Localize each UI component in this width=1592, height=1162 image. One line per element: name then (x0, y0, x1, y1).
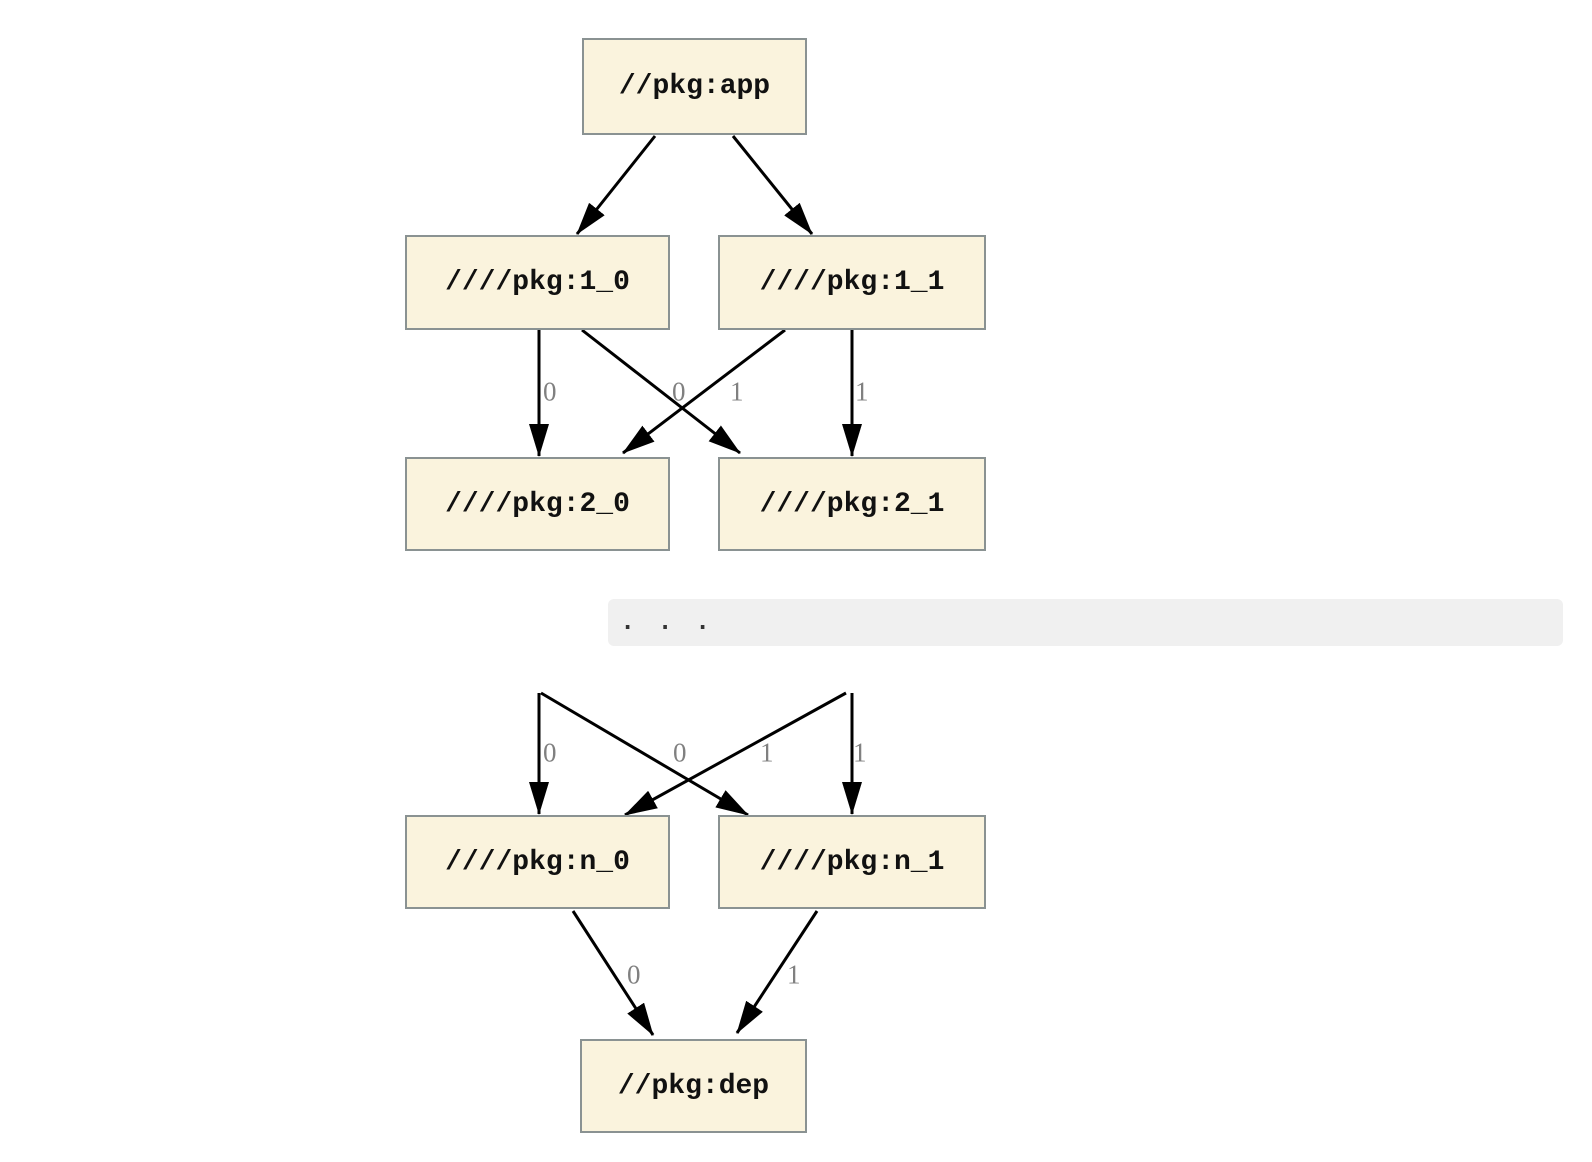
ellipsis-separator: . . . (608, 599, 1563, 646)
edge-app-to-1_0 (575, 135, 657, 235)
edge-label-n_1-to-dep: 1 (787, 959, 801, 990)
edge-1_1-to-2_0 (622, 328, 786, 455)
edge-label-n_0-to-dep: 0 (627, 959, 641, 990)
edge-label-hidden-to-n_1-direct: 1 (853, 737, 867, 768)
edge-hidden-right-to-n_0 (624, 691, 847, 817)
node-pkg-1_0: ////pkg:1_0 (405, 235, 670, 330)
edge-label-1_1-to-2_0: 0 (672, 376, 686, 407)
edge-label-hidden-to-n_1-cross: 1 (760, 737, 774, 768)
node-pkg-n_1: ////pkg:n_1 (718, 815, 986, 909)
edge-label-1_0-to-2_0: 0 (543, 376, 557, 407)
edge-1_0-to-2_1 (581, 328, 741, 455)
node-pkg-dep: //pkg:dep (580, 1039, 807, 1133)
edge-label-1_1-to-2_1: 1 (855, 376, 869, 407)
node-pkg-2_1: ////pkg:2_1 (718, 457, 986, 551)
edge-n_1-to-dep (735, 910, 819, 1034)
node-pkg-n_0: ////pkg:n_0 (405, 815, 670, 909)
edge-label-1_0-to-2_1: 1 (730, 376, 744, 407)
node-pkg-2_0: ////pkg:2_0 (405, 457, 670, 551)
edge-hidden-left-to-n_1 (540, 691, 749, 817)
edge-app-to-1_1 (731, 135, 814, 235)
edge-label-hidden-to-n_0-direct: 0 (543, 737, 557, 768)
node-pkg-app: //pkg:app (582, 38, 807, 135)
edge-label-hidden-to-n_0-cross: 0 (673, 737, 687, 768)
edge-n_0-to-dep (571, 910, 655, 1036)
node-pkg-1_1: ////pkg:1_1 (718, 235, 986, 330)
